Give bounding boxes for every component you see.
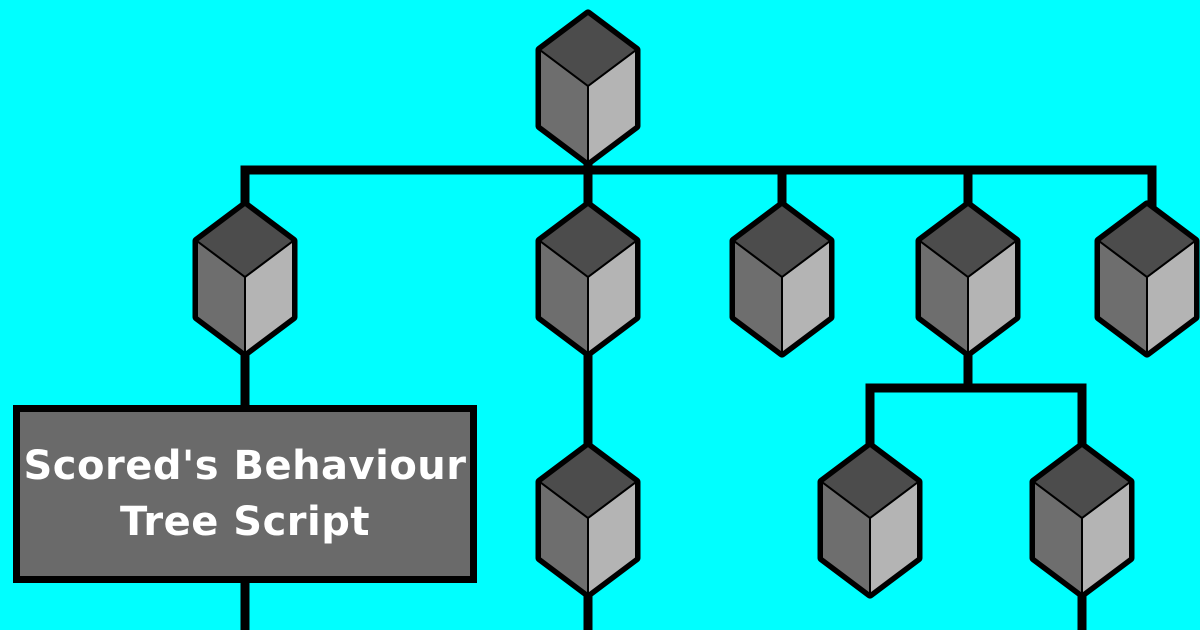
tree-node-child-1 <box>192 200 298 358</box>
tree-node-child-3 <box>729 200 835 358</box>
cube-face-top <box>1033 445 1131 519</box>
cube-face-top <box>919 204 1017 278</box>
title-line-2: Tree Script <box>119 499 370 545</box>
title-box: Scored's Behaviour Tree Script <box>13 405 477 583</box>
cube-face-top <box>539 13 637 87</box>
tree-node-child-4 <box>915 200 1021 358</box>
cube-face-top <box>1098 204 1196 278</box>
tree-node-root <box>535 9 641 167</box>
tree-node-child-5 <box>1094 200 1200 358</box>
cube-face-top <box>196 204 294 278</box>
tree-node-grandchild-4b <box>1029 441 1135 599</box>
tree-nodes <box>192 9 1200 599</box>
cube-face-top <box>733 204 831 278</box>
cube-face-top <box>539 204 637 278</box>
title-line-1: Scored's Behaviour <box>23 443 467 489</box>
cube-face-top <box>539 445 637 519</box>
tree-connectors <box>240 157 1157 630</box>
cube-face-top <box>821 445 919 519</box>
tree-node-grandchild-4a <box>817 441 923 599</box>
tree-node-child-2 <box>535 200 641 358</box>
tree-node-grandchild-2a <box>535 441 641 599</box>
